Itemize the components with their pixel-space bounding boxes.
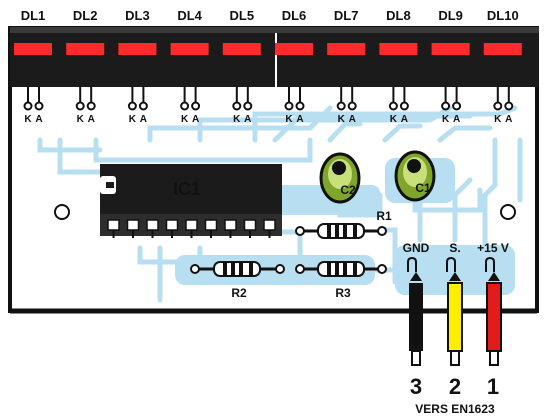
- led-9-pin-a: A: [453, 114, 460, 125]
- wire-number-3: 3: [410, 374, 422, 399]
- led-lens-10: [483, 43, 522, 55]
- terminal-s-label: S.: [449, 241, 460, 255]
- led-label-9: DL9: [438, 8, 463, 23]
- led-7-pad-a: [347, 101, 357, 111]
- capacitor-c1: + C1: [394, 150, 436, 202]
- ic1-pin-5: [185, 219, 198, 231]
- led-5-pad-k: [232, 101, 242, 111]
- wire-number-2: 2: [449, 374, 461, 399]
- ic1-pins: [107, 219, 276, 238]
- led-label-1: DL1: [21, 8, 46, 23]
- led-4-pin-k: K: [181, 114, 189, 125]
- terminal-v15-label: +15 V: [477, 241, 509, 255]
- wire-number-1: 1: [487, 374, 499, 399]
- capacitor-c2: + C2: [319, 152, 361, 204]
- led-9-pin-k: K: [442, 114, 450, 125]
- ic1-pin-6: [204, 219, 218, 231]
- led-7-pin-k: K: [338, 114, 346, 125]
- ic1-pin-4: [165, 219, 179, 231]
- resistor-r1-label: R1: [376, 209, 392, 223]
- mounting-hole-right: [500, 204, 516, 220]
- ic1-pin-1: [107, 219, 120, 231]
- led-lens-1: [14, 43, 52, 55]
- led-lens-7: [327, 43, 366, 55]
- led-lens-4: [170, 43, 209, 55]
- led-7-pin-a: A: [349, 114, 356, 125]
- led-2-pin-k: K: [77, 114, 85, 125]
- led-8-pad-a: [399, 101, 409, 111]
- led-6-pad-a: [295, 101, 305, 111]
- led-2-pad-k: [75, 101, 85, 111]
- led-4-pin-a: A: [192, 114, 199, 125]
- led-label-4: DL4: [177, 8, 202, 23]
- led-10-pin-a: A: [505, 114, 512, 125]
- ic1-pin-9: [263, 219, 276, 231]
- led-1-pin-k: K: [24, 114, 32, 125]
- led-5-pin-a: A: [244, 114, 251, 125]
- led-lens-3: [118, 43, 157, 55]
- led-lens-8: [379, 43, 418, 55]
- led-4-pad-a: [191, 101, 201, 111]
- led-2-pad-a: [86, 101, 96, 111]
- mounting-hole-left: [54, 204, 70, 220]
- led-label-5: DL5: [230, 8, 255, 23]
- capacitor-c2-label: C2: [340, 183, 356, 197]
- led-label-6: DL6: [282, 8, 307, 23]
- ic1-pin-7: [224, 219, 237, 231]
- led-label-2: DL2: [73, 8, 98, 23]
- led-3-pad-a: [138, 101, 148, 111]
- resistor-r3-label: R3: [335, 286, 351, 300]
- led-6-pad-k: [284, 101, 294, 111]
- capacitor-c1-label: C1: [415, 181, 431, 195]
- led-8-pad-k: [388, 101, 398, 111]
- led-10-pin-k: K: [494, 114, 502, 125]
- led-3-pin-a: A: [140, 114, 147, 125]
- led-bar: [10, 27, 539, 87]
- ic1-pin-3: [146, 219, 159, 231]
- led-3-pin-k: K: [129, 114, 137, 125]
- led-8-pin-k: K: [390, 114, 398, 125]
- led-lens-5: [222, 43, 261, 55]
- ic1-label: IC1: [173, 179, 201, 199]
- resistor-r2-label: R2: [231, 286, 247, 300]
- capacitor-c2-polarity: +: [335, 161, 343, 176]
- led-2-pin-a: A: [88, 114, 95, 125]
- led-1-pin-a: A: [35, 114, 42, 125]
- led-9-pad-k: [441, 101, 451, 111]
- resistor-r3: R3: [295, 261, 387, 300]
- ic1-pin-2: [126, 219, 140, 231]
- led-5-pad-a: [243, 101, 253, 111]
- led-lens-2: [66, 43, 105, 55]
- wire-15v: [485, 256, 502, 366]
- led-7-pad-k: [336, 101, 346, 111]
- led-label-3: DL3: [125, 8, 150, 23]
- led-label-10: DL10: [487, 8, 519, 23]
- wire-gnd: [407, 256, 423, 366]
- led-label-7: DL7: [334, 8, 359, 23]
- led-lens-9: [431, 43, 470, 55]
- led-10-pad-k: [493, 101, 503, 111]
- led-1-pad-k: [23, 101, 33, 111]
- resistor-r2: R2: [190, 261, 285, 300]
- led-8-pin-a: A: [401, 114, 408, 125]
- led-9-pad-a: [452, 101, 462, 111]
- led-6-pin-a: A: [296, 114, 303, 125]
- led-5-pin-k: K: [233, 114, 241, 125]
- led-6-pin-k: K: [285, 114, 293, 125]
- capacitor-c1-polarity: +: [410, 159, 418, 174]
- led-10-pad-a: [504, 101, 514, 111]
- led-4-pad-k: [180, 101, 190, 111]
- led-3-pad-k: [127, 101, 137, 111]
- led-label-8: DL8: [386, 8, 411, 23]
- ic1-pin-8: [243, 219, 257, 231]
- terminal-gnd-label: GND: [403, 241, 430, 255]
- mounting-holes: [54, 204, 516, 220]
- wire-signal: [446, 256, 463, 366]
- led-lens-6: [275, 43, 313, 55]
- footer-label: VERS EN1623: [415, 402, 495, 416]
- resistor-r1: R1: [295, 209, 392, 239]
- led-1-pad-a: [34, 101, 44, 111]
